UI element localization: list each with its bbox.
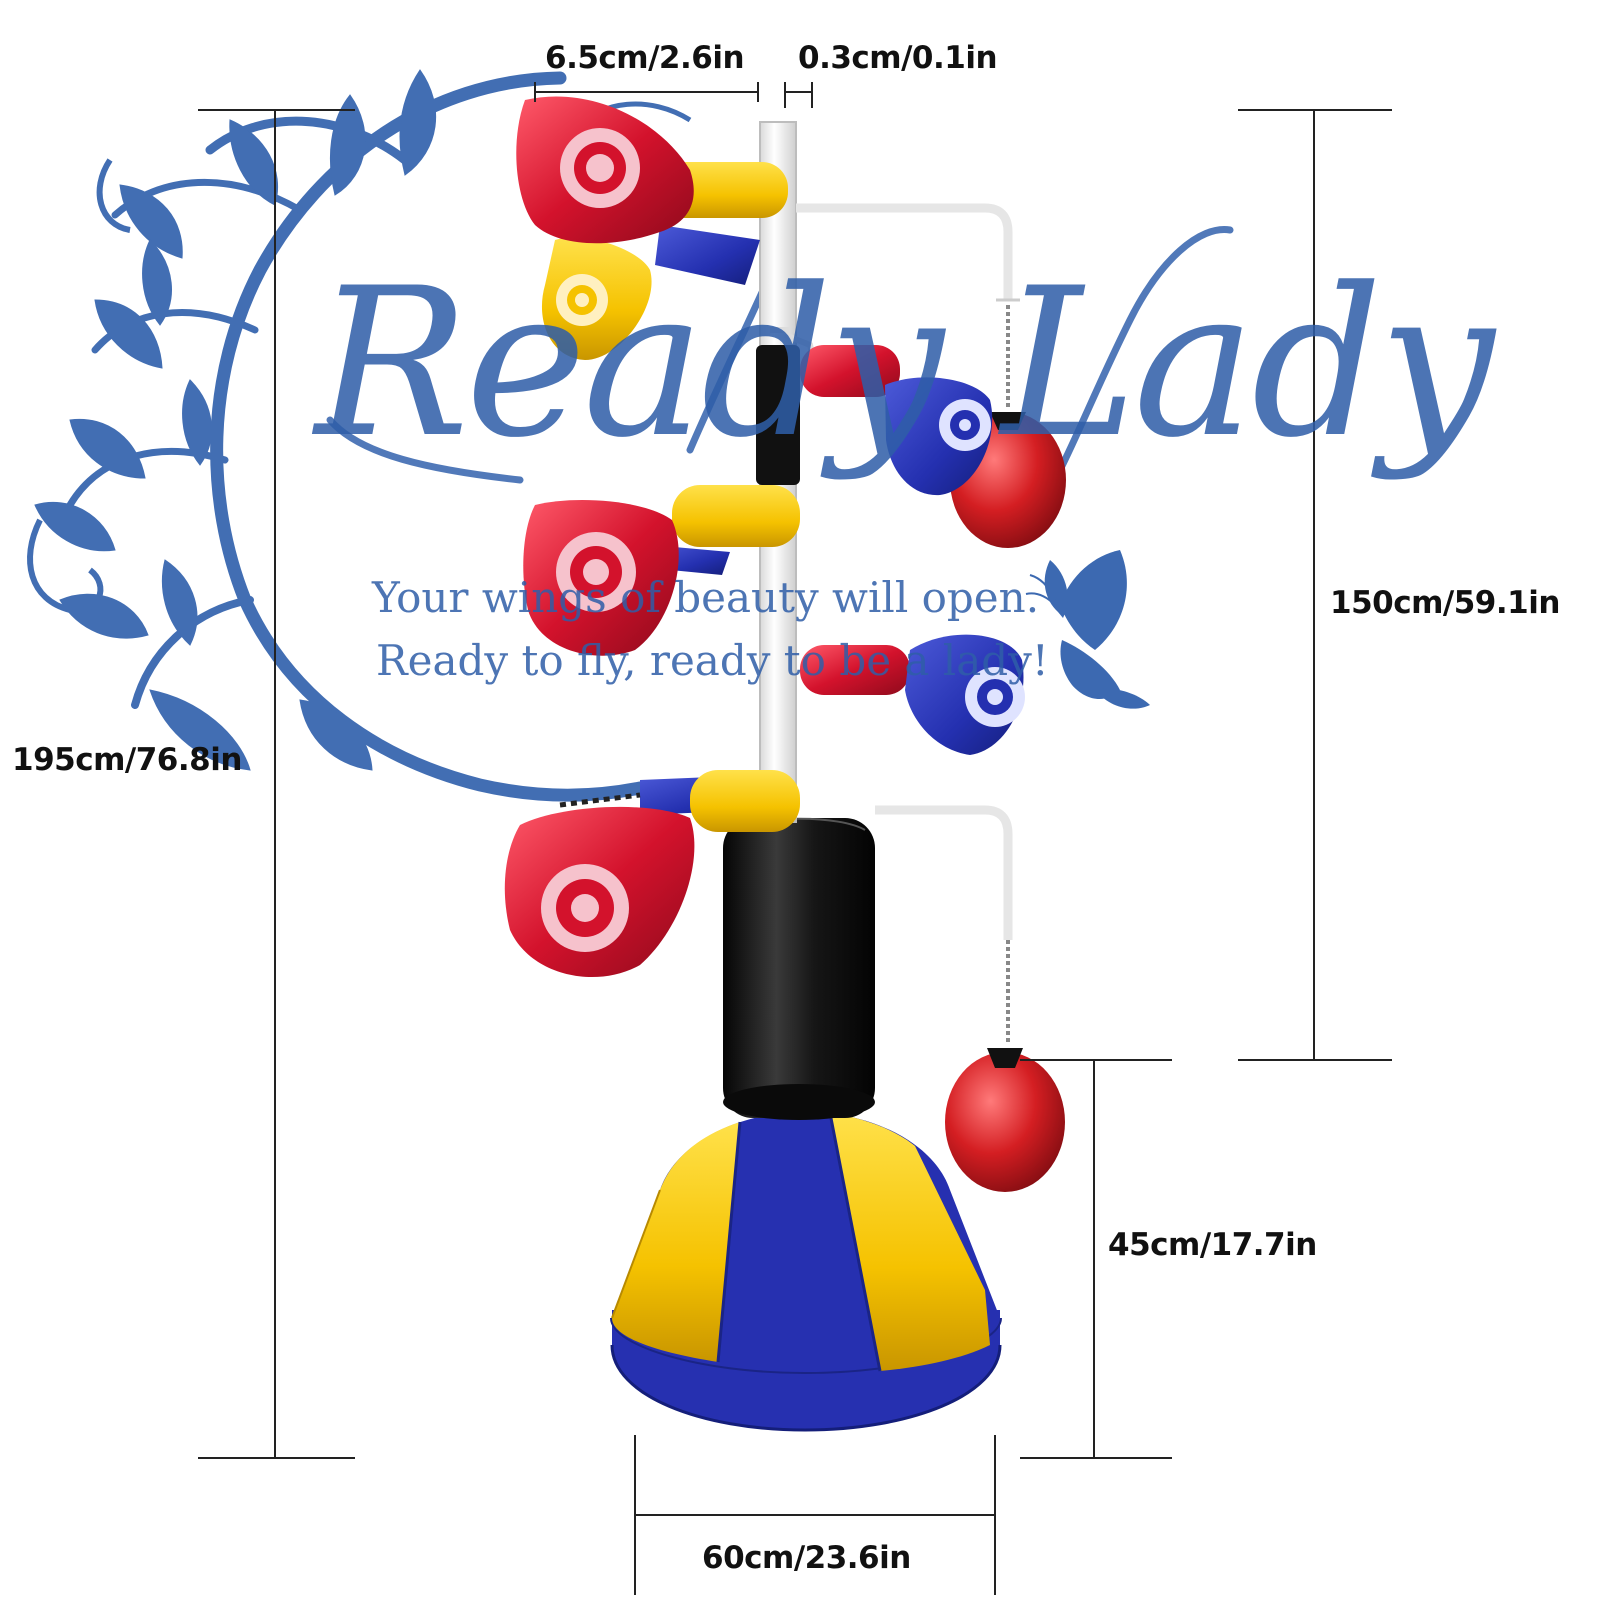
punch-pad-right-lower — [800, 634, 1025, 755]
punch-pad-left-bottom — [504, 770, 800, 978]
punch-pad-left-middle — [523, 485, 800, 656]
dimension-base-height-label: 45cm/17.7in — [1108, 1227, 1317, 1263]
butterfly-icon — [1025, 550, 1150, 709]
watermark-tagline-line1: Your wings of beauty will open. — [372, 573, 1040, 622]
watermark-brand: Ready Lady — [315, 245, 1494, 483]
dimension-upper-height-label: 150cm/59.1in — [1330, 585, 1560, 621]
watermark-floral-flourish — [27, 69, 692, 802]
dimension-pad-width-label: 6.5cm/2.6in — [545, 40, 745, 76]
dimension-pole-thickness-label: 0.3cm/0.1in — [798, 40, 998, 76]
pole-clamp — [756, 345, 800, 485]
punch-pad-right-upper — [800, 345, 993, 496]
watermark-tagline-line2: Ready to fly, ready to be a lady! — [376, 636, 1049, 685]
dimension-base-width-label: 60cm/23.6in — [702, 1540, 911, 1576]
heavy-bag — [723, 817, 875, 1120]
punch-pad-top — [516, 96, 788, 360]
dimension-guides — [198, 82, 1392, 1595]
speed-ball-arm-lower — [875, 805, 1065, 1192]
weighted-base — [610, 1112, 1002, 1432]
dimension-total-height-label: 195cm/76.8in — [12, 742, 242, 778]
